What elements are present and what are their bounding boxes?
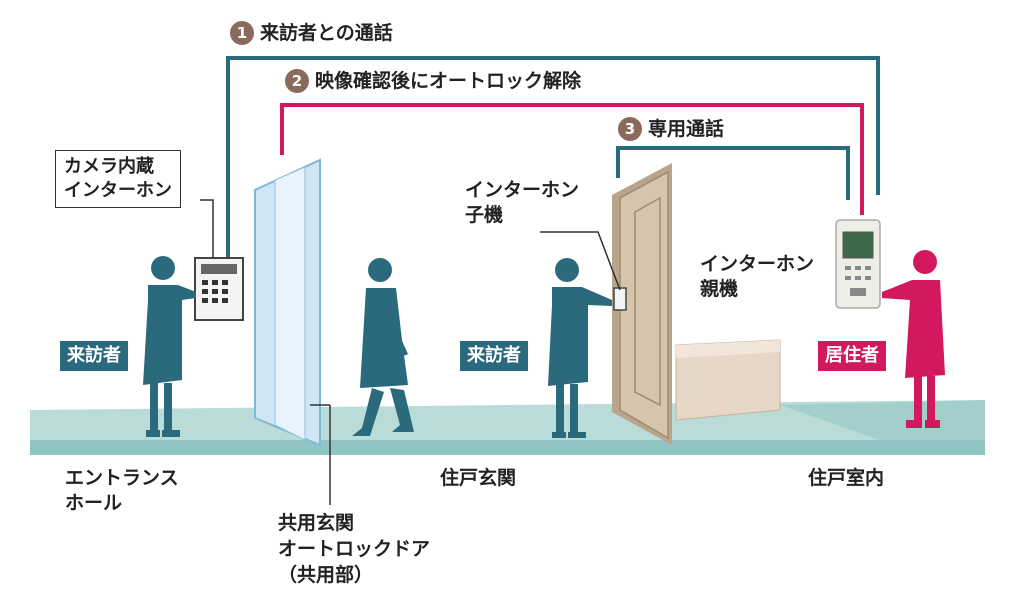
door-intercom bbox=[613, 287, 627, 311]
shared-door-line2: オートロックドア bbox=[278, 538, 431, 560]
master-intercom-screen bbox=[842, 231, 874, 259]
intercom-master-line1: インターホン bbox=[700, 253, 815, 275]
camera-intercom-label: カメラ内蔵 インターホン bbox=[55, 150, 181, 208]
step-1-badge: 1 bbox=[230, 21, 254, 45]
dwelling-interior-label: 住戸室内 bbox=[808, 467, 885, 489]
step-3-text: 専用通話 bbox=[648, 118, 725, 140]
shared-door-label: 共用玄関 オートロックドア （共用部） bbox=[278, 510, 430, 588]
line-step-3 bbox=[616, 146, 850, 200]
intercom-master-line2: 親機 bbox=[700, 278, 739, 300]
glass-door-front bbox=[274, 166, 306, 441]
intercom-slave-label: インターホン 子機 bbox=[465, 178, 579, 228]
step-3-label: 3 専用通話 bbox=[618, 116, 724, 142]
camera-intercom-label-line1: カメラ内蔵 bbox=[64, 156, 154, 177]
entrance-hall-label: エントランス ホール bbox=[65, 466, 179, 516]
step-1-label: 1 来訪者との通話 bbox=[230, 20, 393, 46]
step-2-text: 映像確認後にオートロック解除 bbox=[315, 70, 582, 92]
intercom-master-label: インターホン 親機 bbox=[700, 252, 814, 302]
entrance-hall-line1: エントランス bbox=[65, 467, 179, 489]
master-intercom-buttons bbox=[845, 266, 871, 296]
shared-door-line3: （共用部） bbox=[278, 564, 374, 586]
entrance-hall-line2: ホール bbox=[65, 492, 123, 514]
line-step-1 bbox=[226, 56, 880, 270]
step-2-badge: 2 bbox=[285, 69, 309, 93]
walking-figure bbox=[352, 258, 414, 436]
resident-figure bbox=[882, 250, 945, 428]
visitor-left-figure bbox=[143, 256, 196, 437]
visitor-mid-figure bbox=[548, 258, 612, 438]
camera-intercom-label-line2: インターホン bbox=[64, 180, 172, 201]
step-2-label: 2 映像確認後にオートロック解除 bbox=[285, 68, 581, 94]
line-step-2 bbox=[280, 103, 864, 215]
dwelling-door bbox=[619, 170, 669, 440]
resident-tag: 居住者 bbox=[818, 341, 886, 371]
visitor-mid-tag: 来訪者 bbox=[460, 341, 528, 371]
shared-door-line1: 共用玄関 bbox=[278, 512, 355, 534]
camera-intercom-screen bbox=[201, 264, 237, 274]
intercom-slave-line2: 子機 bbox=[465, 204, 504, 226]
camera-intercom-keys bbox=[202, 280, 228, 303]
step-3-badge: 3 bbox=[618, 117, 642, 141]
dwelling-entrance-label: 住戸玄関 bbox=[440, 467, 517, 489]
camera-intercom-callout bbox=[200, 199, 214, 258]
step-1-text: 来訪者との通話 bbox=[260, 22, 393, 44]
visitor-left-tag: 来訪者 bbox=[60, 341, 128, 371]
floor-edge bbox=[30, 440, 985, 455]
intercom-slave-line1: インターホン bbox=[465, 179, 580, 201]
entry-step bbox=[675, 339, 781, 421]
dwelling-door-panel bbox=[634, 196, 661, 407]
entry-step-top bbox=[676, 340, 780, 358]
door-intercom-callout bbox=[540, 231, 621, 291]
